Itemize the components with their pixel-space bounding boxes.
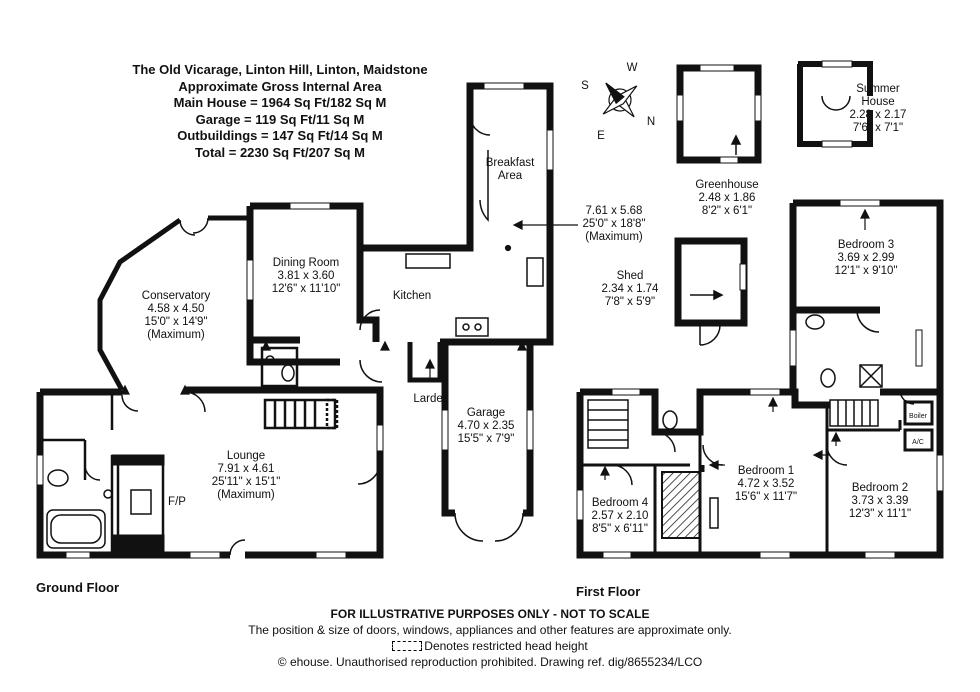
fireplace-label: F/P xyxy=(168,496,186,508)
first-floor-fixtures xyxy=(662,314,883,529)
plan-footer: FOR ILLUSTRATIVE PURPOSES ONLY - NOT TO … xyxy=(0,606,980,670)
shed-label: Shed 2.34 x 1.74 7'8" x 5'9" xyxy=(601,270,659,308)
outbuildings-area: Outbuildings = 147 Sq Ft/14 Sq M xyxy=(177,128,383,143)
door-swings xyxy=(84,114,524,556)
first-floor-title: First Floor xyxy=(576,584,641,599)
kitchen-dimensions: 7.61 x 5.68 25'0" x 18'8" (Maximum) xyxy=(582,205,646,243)
conservatory-label: Conservatory 4.58 x 4.50 15'0" x 14'9" (… xyxy=(141,290,211,341)
ground-floor-inner xyxy=(40,145,473,555)
total-area: Total = 2230 Sq Ft/207 Sq M xyxy=(195,144,365,160)
garage-area: Garage = 119 Sq Ft/11 Sq M xyxy=(195,111,365,127)
breakfast-area-label: Breakfast Area xyxy=(485,157,535,182)
plan-header: The Old Vicarage, Linton Hill, Linton, M… xyxy=(100,62,460,161)
compass-n: N xyxy=(646,116,656,128)
lounge-label: Lounge 7.91 x 4.61 25'11" x 15'1" (Maxim… xyxy=(211,450,281,501)
first-floor-doors xyxy=(611,309,915,486)
ground-arrows xyxy=(425,220,578,378)
legend: Denotes restricted head height xyxy=(0,638,980,654)
bedroom4-label: Bedroom 4 2.57 x 2.10 8'5" x 6'11" xyxy=(591,497,649,535)
greenhouse-label: Greenhouse 2.48 x 1.86 8'2" x 6'1" xyxy=(695,179,759,217)
first-floor-stairs xyxy=(587,399,879,449)
dining-room-label: Dining Room 3.81 x 3.60 12'6" x 11'10" xyxy=(271,257,341,295)
hatched-cupboard xyxy=(661,471,701,539)
ac-label: A/C xyxy=(912,439,924,446)
windows xyxy=(36,82,554,559)
first-floor-arrows xyxy=(600,208,870,480)
address-title: The Old Vicarage, Linton Hill, Linton, M… xyxy=(132,62,428,77)
approximation-note: The position & size of doors, windows, a… xyxy=(248,623,732,637)
ground-bathroom-fixtures xyxy=(46,253,544,549)
outbuilding-doors xyxy=(690,95,851,346)
first-floor-windows xyxy=(576,199,944,559)
fireplace xyxy=(111,454,165,556)
copyright: © ehouse. Unauthorised reproduction proh… xyxy=(277,655,703,669)
bedroom2-label: Bedroom 2 3.73 x 3.39 12'3" x 11'1" xyxy=(848,482,912,520)
ground-floor-title: Ground Floor xyxy=(36,580,120,595)
bedroom3-label: Bedroom 3 3.69 x 2.99 12'1" x 9'10" xyxy=(834,239,898,277)
boiler-label: Boiler xyxy=(909,413,927,420)
outbuilding-windows xyxy=(676,60,853,291)
summer-house-label: Summer House 2.28 x 2.17 7'6" x 7'1" xyxy=(849,83,907,134)
area-title: Approximate Gross Internal Area xyxy=(178,78,382,94)
larder-label: Larder xyxy=(413,393,447,405)
bedroom1-label: Bedroom 1 4.72 x 3.52 15'6" x 11'7" xyxy=(734,465,798,503)
legend-text: Denotes restricted head height xyxy=(424,639,588,653)
garage-label: Garage 4.70 x 2.35 15'5" x 7'9" xyxy=(457,407,515,445)
restricted-height-swatch xyxy=(392,641,423,651)
ground-extra-arrows xyxy=(120,340,527,395)
compass-rose xyxy=(602,82,638,118)
compass-w: W xyxy=(626,62,638,74)
compass-s: S xyxy=(581,80,589,92)
main-house-area: Main House = 1964 Sq Ft/182 Sq M xyxy=(173,95,387,110)
disclaimer: FOR ILLUSTRATIVE PURPOSES ONLY - NOT TO … xyxy=(330,607,650,621)
ground-floor-walls xyxy=(36,82,554,559)
compass-e: E xyxy=(597,130,605,142)
kitchen-label: Kitchen xyxy=(392,290,432,302)
